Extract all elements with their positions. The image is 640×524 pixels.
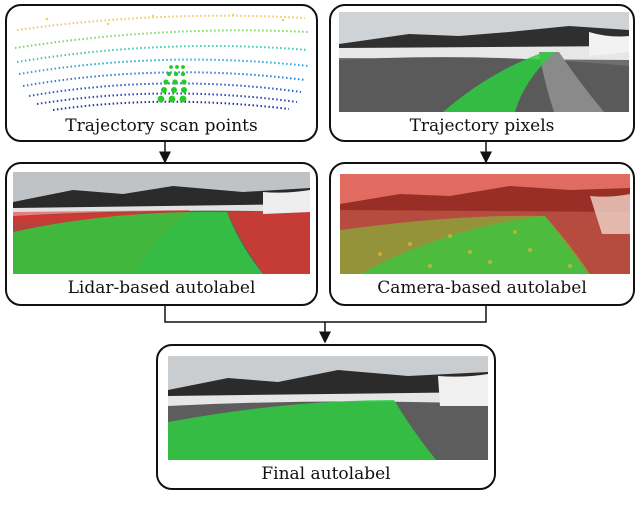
final-autolabel-svg [168, 356, 488, 460]
lidar-autolabel-svg [13, 172, 310, 274]
node-final: Final autolabel [156, 344, 496, 490]
arrow-lidar-camera-merge [164, 306, 487, 323]
camera-autolabel-image [340, 174, 630, 274]
camera-autolabel-svg [340, 174, 630, 274]
node-label: Final autolabel [261, 464, 391, 484]
camera-road-svg [339, 12, 629, 112]
node-label: Trajectory pixels [409, 116, 555, 136]
camera-road-image [339, 12, 629, 112]
point-cloud-svg [14, 13, 309, 111]
node-pixels: Trajectory pixels [329, 4, 635, 142]
node-label: Lidar-based autolabel [67, 278, 256, 298]
node-scan-points: Trajectory scan points [5, 4, 318, 142]
node-label: Trajectory scan points [65, 116, 258, 136]
final-autolabel-image [168, 356, 488, 460]
lidar-point-cloud-image [13, 10, 310, 112]
node-label: Camera-based autolabel [377, 278, 587, 298]
node-camera: Camera-based autolabel [329, 162, 635, 306]
node-lidar: Lidar-based autolabel [5, 162, 318, 306]
lidar-autolabel-image [13, 172, 310, 274]
